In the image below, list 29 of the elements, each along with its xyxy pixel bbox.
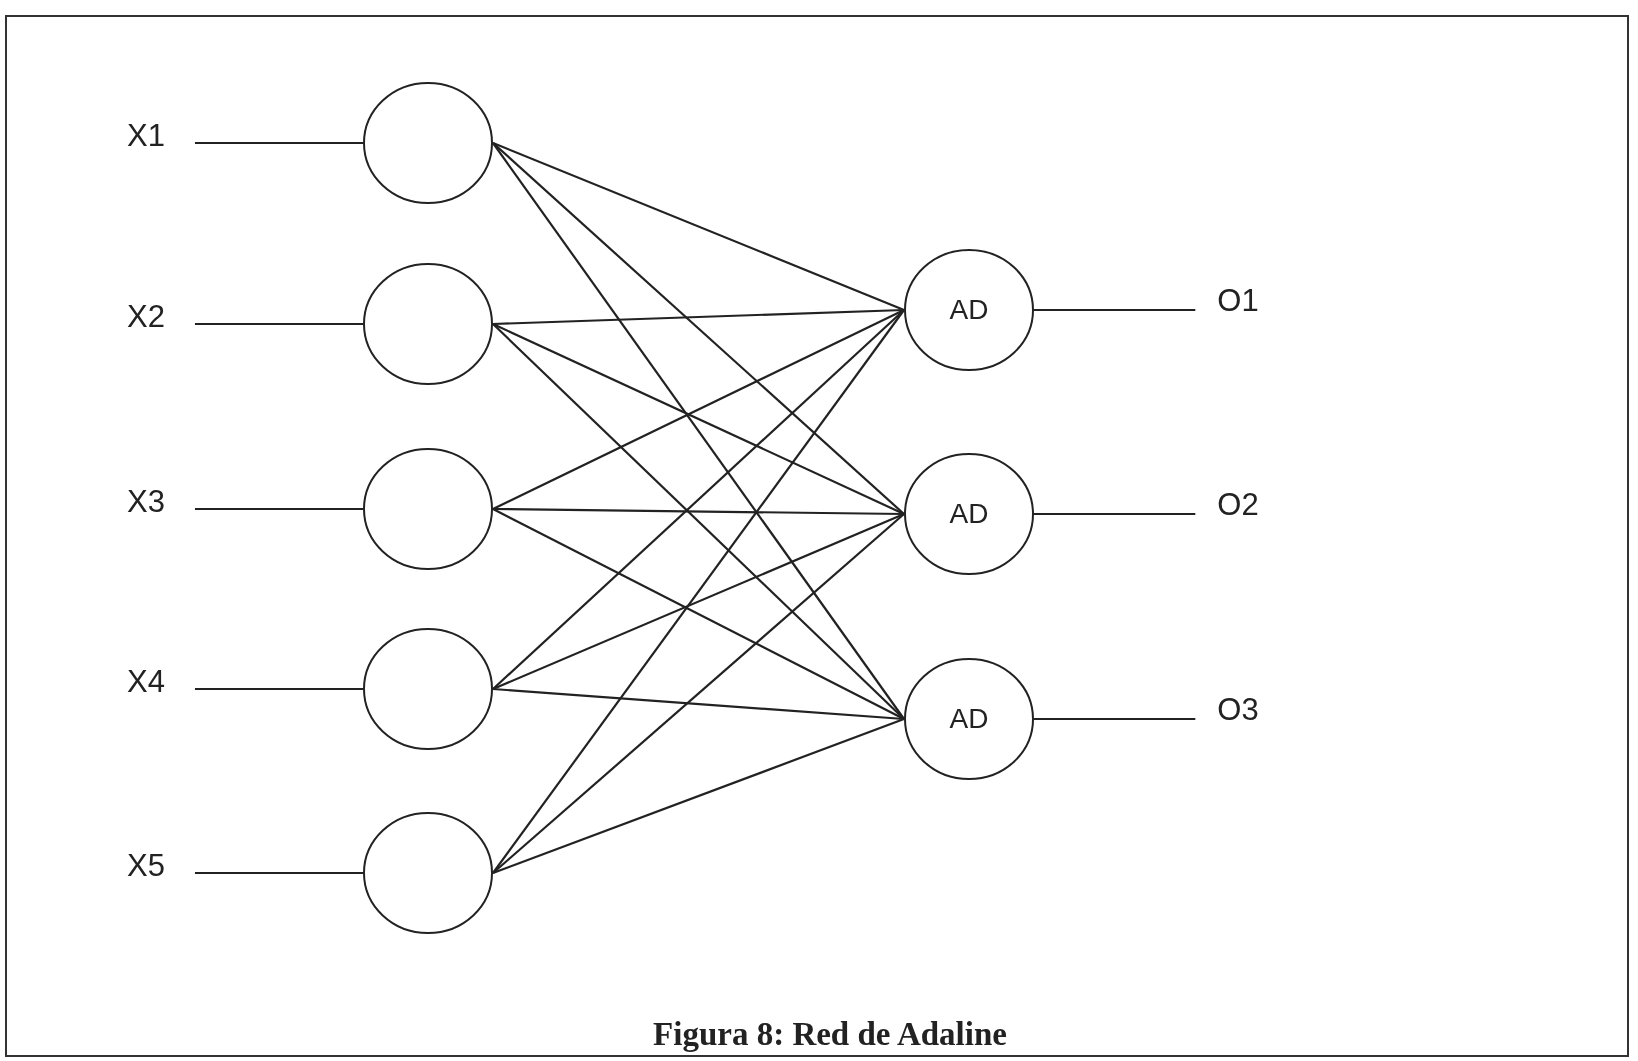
connection-line	[194, 507, 363, 511]
connection-line	[194, 871, 363, 875]
connection-line	[194, 322, 363, 326]
connection-line	[492, 309, 905, 874]
output-label: O3	[1217, 693, 1259, 725]
neuron-label: AD	[949, 294, 989, 326]
connection-line	[492, 717, 905, 875]
connection-line	[1034, 308, 1196, 312]
connection-line	[492, 508, 905, 720]
connection-line	[492, 308, 905, 326]
input-label: X2	[127, 300, 165, 332]
neuron-label: AD	[949, 703, 989, 735]
output-label: O2	[1217, 488, 1259, 520]
connection-line	[493, 507, 904, 516]
output-label: O1	[1217, 284, 1259, 316]
connection-line	[194, 687, 363, 691]
connection-line	[492, 687, 905, 721]
connection-line	[1034, 717, 1196, 721]
connection-line	[194, 141, 363, 145]
input-label: X3	[127, 485, 165, 517]
figure-caption: Figura 8: Red de Adaline	[653, 1015, 1007, 1053]
connection-line	[492, 513, 905, 690]
input-label: X5	[127, 849, 165, 881]
input-label: X1	[127, 119, 165, 151]
connection-line	[492, 142, 905, 720]
neuron-label: AD	[949, 498, 989, 530]
connection-line	[492, 142, 905, 311]
input-label: X4	[127, 665, 165, 697]
connection-line	[1034, 512, 1196, 516]
